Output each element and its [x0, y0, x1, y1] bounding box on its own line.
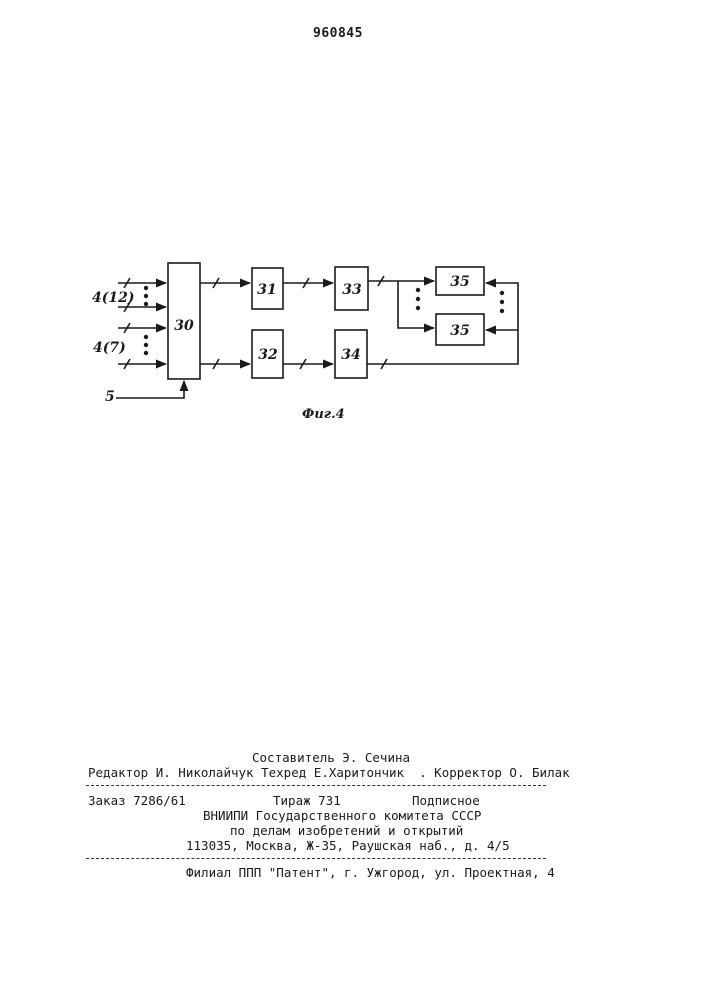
block-35-bottom-label: 35: [450, 323, 469, 339]
block-35-top-label: 35: [450, 274, 469, 290]
order-number: Заказ 7286/61: [88, 793, 186, 808]
subscription: Подписное: [412, 793, 480, 808]
input-label-5: 5: [105, 389, 115, 405]
dashed-divider: [86, 858, 546, 859]
org-line-2: по делам изобретений и открытий: [230, 823, 463, 838]
bus-33-35b: [398, 281, 434, 328]
input-label-4-12: 4(12): [92, 290, 134, 306]
block-34-label: 34: [341, 347, 360, 363]
block-31-label: 31: [257, 282, 276, 298]
org-line-1: ВНИИПИ Государственного комитета СССР: [203, 808, 481, 823]
figure-caption: Фиг.4: [302, 407, 345, 422]
block-30-label: 30: [174, 318, 194, 334]
block-33-label: 33: [342, 282, 362, 298]
circulation: Тираж 731: [273, 793, 341, 808]
block-diagram-figure: 30 31 32 33 34 35 35 4(12) 4(7) 5 Фиг.4: [0, 0, 707, 440]
block-32-label: 32: [258, 347, 278, 363]
address-line: 113035, Москва, Ж-35, Раушская наб., д. …: [186, 838, 510, 853]
dashed-divider: [86, 785, 546, 786]
branch-line: Филиал ППП "Патент", г. Ужгород, ул. Про…: [186, 865, 555, 880]
compiler-line: Составитель Э. Сечина: [252, 750, 410, 765]
input-label-4-7: 4(7): [93, 340, 126, 356]
control-line: [116, 381, 184, 398]
editor-line: Редактор И. Николайчук Техред Е.Харитонч…: [88, 765, 570, 780]
